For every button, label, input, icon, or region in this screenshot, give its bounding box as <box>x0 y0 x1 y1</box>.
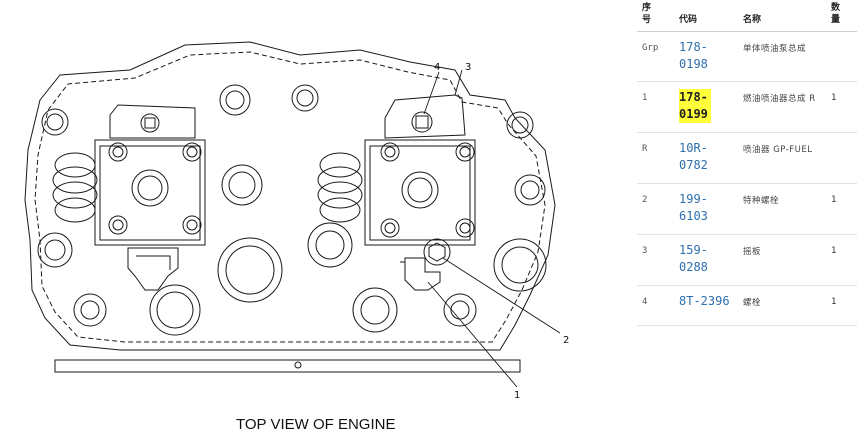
base-hole <box>294 361 302 369</box>
row-name: 特种螺栓 <box>738 183 826 235</box>
engine-top-view-diagram: 4 3 2 1 <box>24 41 569 401</box>
part-code[interactable]: 199-6103 <box>679 192 708 223</box>
engine-base-band <box>54 359 521 373</box>
row-name: 螺栓 <box>738 285 826 326</box>
row-seq: 3 <box>637 234 674 286</box>
row-seq: 4 <box>637 285 674 326</box>
leader-3 <box>454 69 463 96</box>
row-code-link[interactable]: 199-6103 <box>674 183 738 235</box>
callout-leaders <box>423 69 561 388</box>
table-row[interactable]: 4 8T-2396 螺栓 1 <box>637 285 857 326</box>
row-name: 摇板 <box>738 234 826 286</box>
diagram-caption: TOP VIEW OF ENGINE <box>236 416 396 433</box>
callout-4: 4 <box>434 62 440 73</box>
part-code-highlighted[interactable]: 178-0199 <box>679 89 711 123</box>
leader-2 <box>442 257 561 334</box>
callout-2: 2 <box>563 335 569 346</box>
table-row[interactable]: 2 199-6103 特种螺栓 1 <box>637 183 857 235</box>
row-seq: 1 <box>637 81 674 133</box>
header-code: 代码 <box>674 0 738 32</box>
left-injector-assembly <box>52 104 206 291</box>
row-code-link[interactable]: 178-0198 <box>674 31 738 82</box>
header-seq: 序号 <box>637 0 674 32</box>
engine-head-inner-outline <box>34 51 546 343</box>
row-code-link[interactable]: 159-0288 <box>674 234 738 286</box>
row-qty <box>826 31 857 82</box>
part-code[interactable]: 178-0198 <box>679 40 708 71</box>
row-qty: 1 <box>826 183 857 235</box>
table-row[interactable]: Grp 178-0198 单体喷油泵总成 <box>637 31 857 82</box>
right-injector-assembly <box>317 94 476 291</box>
row-qty: 1 <box>826 234 857 286</box>
header-name: 名称 <box>738 0 826 32</box>
row-qty <box>826 132 857 184</box>
parts-list-panel: 序号 代码 名称 数量 Grp 178-0198 单体喷油泵总成 1 178-0… <box>637 0 857 335</box>
row-qty: 1 <box>826 81 857 133</box>
part-code[interactable]: 8T-2396 <box>679 294 730 308</box>
row-seq: R <box>637 132 674 184</box>
leader-1 <box>427 281 518 388</box>
row-code-link[interactable]: 8T-2396 <box>674 285 738 326</box>
row-name: 燃油喷油器总成 R <box>738 81 826 133</box>
row-seq: 2 <box>637 183 674 235</box>
table-row[interactable]: 3 159-0288 摇板 1 <box>637 234 857 286</box>
table-row[interactable]: 1 178-0199 燃油喷油器总成 R 1 <box>637 81 857 133</box>
leader-4 <box>423 71 440 115</box>
row-name: 单体喷油泵总成 <box>738 31 826 82</box>
row-code-link[interactable]: 178-0199 <box>674 81 738 133</box>
callout-1: 1 <box>514 390 520 401</box>
part-code[interactable]: 10R-0782 <box>679 141 708 172</box>
part-code[interactable]: 159-0288 <box>679 243 708 274</box>
callout-3: 3 <box>465 62 471 73</box>
table-row[interactable]: R 10R-0782 喷油器 GP-FUEL <box>637 132 857 184</box>
row-qty: 1 <box>826 285 857 326</box>
parts-table-header: 序号 代码 名称 数量 <box>637 0 857 32</box>
parts-table: 序号 代码 名称 数量 Grp 178-0198 单体喷油泵总成 1 178-0… <box>637 0 857 326</box>
engine-head-outline <box>24 41 556 351</box>
header-qty: 数量 <box>826 0 857 32</box>
row-seq: Grp <box>637 31 674 82</box>
head-bolt-holes <box>37 84 547 336</box>
row-name: 喷油器 GP-FUEL <box>738 132 826 184</box>
row-code-link[interactable]: 10R-0782 <box>674 132 738 184</box>
